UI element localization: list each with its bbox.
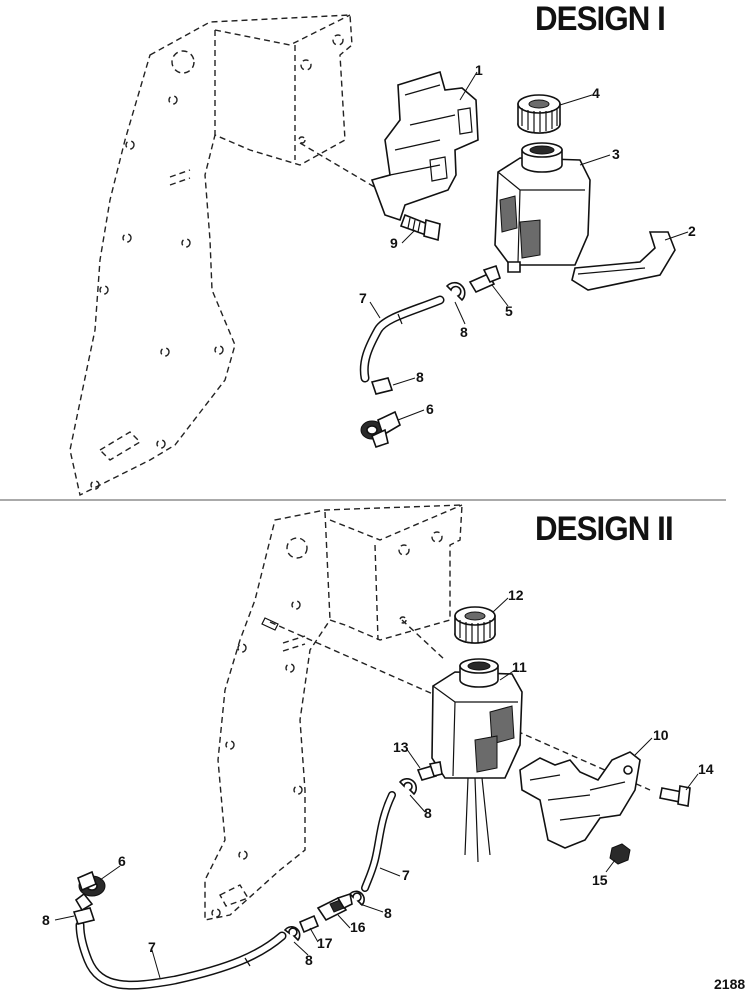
strap-part-2 (571, 231, 676, 291)
engine-plate-outline-design-2 (204, 504, 463, 921)
hose-clamp-part-8f (72, 907, 96, 925)
design-1-heading: DESIGN I (535, 0, 666, 38)
elbow-fitting-part-6 (360, 410, 401, 449)
engine-plate-outline-design-1 (69, 14, 353, 497)
reservoir-cap-part-4 (517, 94, 561, 134)
hose-clamp-part-8b (370, 377, 394, 395)
design-2-heading: DESIGN II (535, 510, 674, 548)
bolt-part-14 (659, 785, 691, 807)
hose-part-7-upper (361, 791, 396, 892)
callout-4: 4 (592, 85, 600, 101)
callout-16: 16 (350, 919, 366, 935)
callout-10: 10 (653, 727, 669, 743)
callout-9: 9 (390, 235, 398, 251)
hose-clamp-part-8e (283, 926, 301, 942)
valve-fitting-part-16 (316, 892, 353, 922)
hose-clamp-part-8c (398, 778, 417, 796)
callout-7-upper: 7 (402, 867, 410, 883)
nut-part-15 (609, 843, 631, 865)
callout-8-upper: 8 (460, 324, 468, 340)
mounting-line-design-1 (299, 142, 389, 196)
callouts-design-2: 12 11 10 14 15 13 8 7 8 16 17 8 6 8 7 (42, 587, 714, 979)
hose-part-7-lower (75, 920, 287, 990)
figure-number: 2188 (714, 976, 746, 992)
callout-1: 1 (475, 62, 483, 78)
elbow-fitting-part-6-design-2 (74, 870, 106, 912)
coolant-reservoir-part-3 (494, 142, 591, 273)
bracket-part-10 (519, 751, 641, 849)
hose-clamp-part-8a (445, 281, 466, 302)
callout-11: 11 (512, 659, 527, 675)
callout-6: 6 (426, 401, 434, 417)
bracket-part-1 (370, 70, 479, 222)
barb-fitting-part-17 (298, 914, 320, 934)
callout-3: 3 (612, 146, 620, 162)
callout-17: 17 (317, 935, 333, 951)
callouts-design-1: 1 4 3 2 5 8 9 7 8 6 (359, 62, 696, 421)
callout-8-near-16: 8 (384, 905, 392, 921)
callout-6-design-2: 6 (118, 853, 126, 869)
callout-8-lower: 8 (416, 369, 424, 385)
bolt-part-9 (399, 213, 441, 242)
barb-fitting-part-13 (416, 761, 443, 781)
stud-design-2 (261, 617, 279, 631)
coolant-reservoir-part-11 (431, 658, 523, 863)
callout-12: 12 (508, 587, 524, 603)
callout-15: 15 (592, 872, 608, 888)
callout-5: 5 (505, 303, 513, 319)
callout-8-near-17: 8 (305, 952, 313, 968)
hose-part-7 (359, 295, 445, 383)
callout-7: 7 (359, 290, 367, 306)
mounting-line-design-2b (401, 619, 446, 661)
callout-8-left: 8 (42, 912, 50, 928)
callout-8-near-13: 8 (424, 805, 432, 821)
callout-13: 13 (393, 739, 409, 755)
callout-14: 14 (698, 761, 714, 777)
hose-clamp-part-8d (348, 890, 365, 907)
barb-fitting-part-5 (468, 264, 501, 294)
reservoir-cap-part-12 (454, 606, 496, 644)
callout-7-lower: 7 (148, 939, 156, 955)
callout-2: 2 (688, 223, 696, 239)
